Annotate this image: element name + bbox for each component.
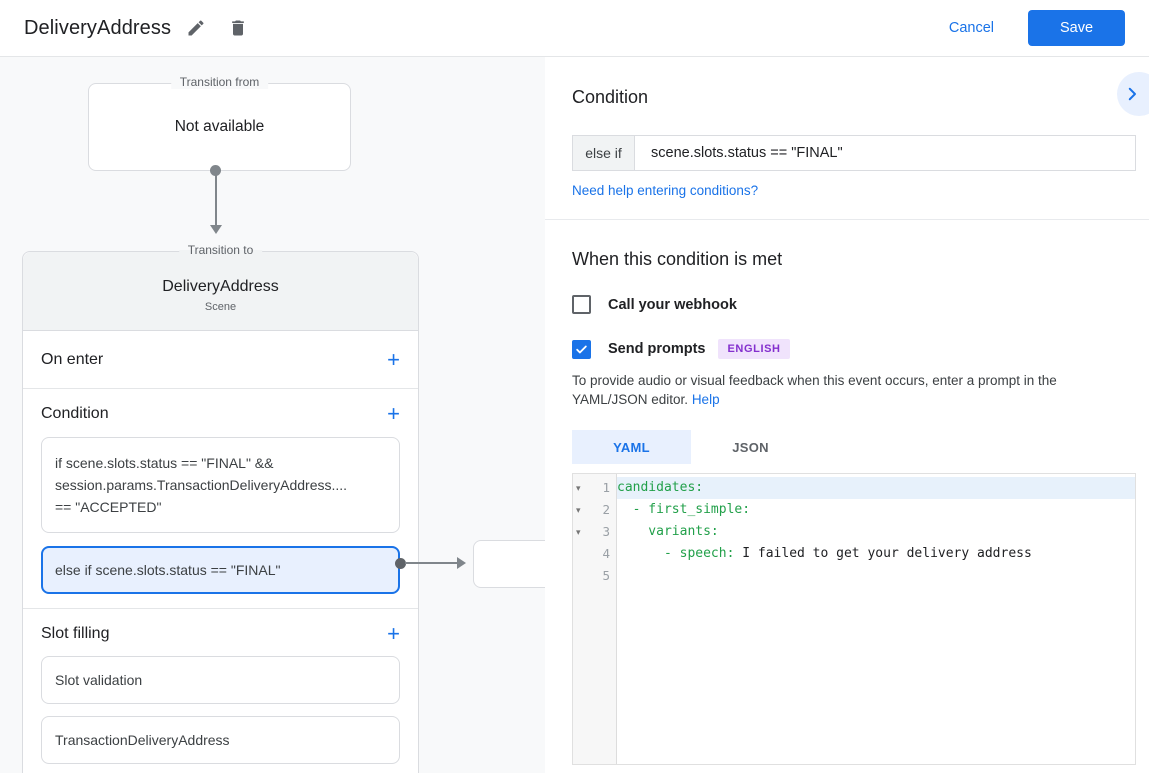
tab-yaml[interactable]: YAML bbox=[572, 430, 691, 464]
chevron-right-icon bbox=[1123, 85, 1141, 103]
condition-item-if[interactable]: if scene.slots.status == "FINAL" && sess… bbox=[41, 437, 400, 533]
editor-line[interactable]: ▾ 2 - first_simple: bbox=[573, 499, 1135, 521]
line-number: 5 bbox=[602, 568, 610, 583]
scene-card-header[interactable]: DeliveryAddress Scene bbox=[23, 252, 418, 331]
connector-line-horizontal bbox=[405, 562, 458, 564]
line-number: 1 bbox=[602, 480, 610, 495]
transition-from-box[interactable]: Transition from Not available bbox=[88, 75, 351, 171]
collapse-panel-button[interactable] bbox=[1117, 72, 1149, 116]
edit-scene-button[interactable] bbox=[179, 11, 213, 45]
condition-prefix: else if bbox=[573, 136, 635, 170]
connector-dot bbox=[210, 165, 221, 176]
code-token: - first_simple: bbox=[617, 502, 751, 517]
code-token: candidates: bbox=[617, 480, 704, 495]
editor-line[interactable]: 4 - speech: I failed to get your deliver… bbox=[573, 543, 1135, 565]
code-line-content[interactable]: variants: bbox=[617, 521, 1135, 543]
editor-line[interactable]: ▾ 1 candidates: bbox=[573, 477, 1135, 499]
condition-expression-input[interactable]: scene.slots.status == "FINAL" bbox=[651, 145, 843, 161]
help-link[interactable]: Help bbox=[691, 392, 720, 407]
checkmark-icon bbox=[575, 343, 588, 356]
condition-if-line: == "ACCEPTED" bbox=[55, 499, 162, 515]
code-editor[interactable]: ▾ 1 candidates: ▾ 2 - first_simple: ▾ 3 varian… bbox=[572, 473, 1136, 765]
send-prompts-row: Send prompts ENGLISH bbox=[572, 339, 1136, 359]
transition-to-legend: Transition to bbox=[178, 243, 263, 257]
webhook-row: Call your webhook bbox=[572, 295, 1136, 314]
scene-graph-canvas: Transition from Not available Transition… bbox=[0, 57, 545, 773]
on-enter-row[interactable]: On enter + bbox=[23, 331, 418, 389]
transition-target-box[interactable] bbox=[473, 540, 545, 588]
send-prompts-checkbox[interactable] bbox=[572, 339, 591, 359]
prompt-description-text: To provide audio or visual feedback when… bbox=[572, 373, 1057, 407]
tab-json[interactable]: JSON bbox=[732, 439, 769, 455]
transition-from-value: Not available bbox=[174, 118, 265, 135]
slot-item-label: TransactionDeliveryAddress bbox=[55, 732, 230, 748]
slot-filling-section: Slot filling + Slot validation Transacti… bbox=[23, 609, 418, 773]
fold-toggle-icon[interactable]: ▾ bbox=[576, 527, 581, 537]
editor-line[interactable]: ▾ 3 variants: bbox=[573, 521, 1135, 543]
condition-if-line: session.params.TransactionDeliveryAddres… bbox=[55, 477, 348, 493]
condition-if-line: if scene.slots.status == "FINAL" && bbox=[55, 455, 274, 471]
arrow-right-icon bbox=[457, 557, 466, 569]
call-webhook-checkbox[interactable] bbox=[572, 295, 591, 314]
panel-title: Condition bbox=[572, 87, 649, 107]
trash-icon bbox=[228, 18, 248, 38]
save-button[interactable]: Save bbox=[1028, 10, 1125, 46]
condition-item-elseif-selected[interactable]: else if scene.slots.status == "FINAL" bbox=[41, 546, 400, 594]
scene-type-label: Scene bbox=[204, 300, 237, 313]
pencil-icon bbox=[186, 18, 206, 38]
editor-gutter bbox=[573, 474, 617, 764]
connector-line-vertical bbox=[215, 175, 217, 227]
code-line-content[interactable]: - first_simple: bbox=[617, 499, 1135, 521]
cancel-button[interactable]: Cancel bbox=[933, 12, 1010, 44]
slot-item-label: Slot validation bbox=[55, 672, 143, 688]
add-condition-icon[interactable]: + bbox=[387, 401, 400, 426]
condition-elseif-text: else if scene.slots.status == "FINAL" bbox=[55, 562, 281, 578]
arrow-down-icon bbox=[210, 225, 222, 234]
editor-format-tabs: YAML JSON bbox=[572, 430, 1136, 464]
language-badge: ENGLISH bbox=[718, 339, 790, 359]
line-number: 4 bbox=[602, 546, 610, 561]
on-enter-label: On enter bbox=[41, 350, 104, 368]
code-line-content[interactable]: candidates: bbox=[617, 477, 1135, 499]
scene-card: Transition to DeliveryAddress Scene On e… bbox=[22, 243, 419, 773]
add-slot-icon[interactable]: + bbox=[387, 621, 400, 646]
code-line-content[interactable] bbox=[617, 565, 1135, 587]
top-bar: DeliveryAddress Cancel Save bbox=[0, 0, 1149, 57]
fold-toggle-icon[interactable]: ▾ bbox=[576, 505, 581, 515]
scene-name: DeliveryAddress bbox=[162, 277, 279, 295]
page-title: DeliveryAddress bbox=[24, 16, 172, 39]
slot-item-transaction-delivery-address[interactable]: TransactionDeliveryAddress bbox=[41, 716, 400, 764]
transition-from-legend: Transition from bbox=[170, 75, 269, 89]
delete-scene-button[interactable] bbox=[221, 11, 255, 45]
condition-met-title: When this condition is met bbox=[572, 249, 783, 269]
slot-item-validation[interactable]: Slot validation bbox=[41, 656, 400, 704]
connector-dot bbox=[395, 558, 406, 569]
conditions-help-link[interactable]: Need help entering conditions? bbox=[572, 183, 759, 198]
fold-toggle-icon[interactable]: ▾ bbox=[576, 483, 581, 493]
add-on-enter-icon[interactable]: + bbox=[387, 346, 400, 372]
editor-line[interactable]: 5 bbox=[573, 565, 1135, 587]
condition-section-label: Condition bbox=[41, 405, 109, 422]
condition-editor-panel: Condition else if scene.slots.status == … bbox=[545, 57, 1149, 773]
line-number: 3 bbox=[602, 524, 610, 539]
condition-expression-row: else if scene.slots.status == "FINAL" bbox=[572, 135, 1136, 171]
slot-filling-label: Slot filling bbox=[41, 625, 110, 642]
code-line-content[interactable]: - speech: I failed to get your delivery … bbox=[617, 543, 1135, 565]
condition-section: Condition + if scene.slots.status == "FI… bbox=[23, 389, 418, 609]
prompt-description: To provide audio or visual feedback when… bbox=[572, 371, 1134, 409]
call-webhook-label: Call your webhook bbox=[608, 296, 737, 313]
code-token: I failed to get your delivery address bbox=[734, 546, 1032, 561]
line-number: 2 bbox=[602, 502, 610, 517]
code-token: variants: bbox=[617, 524, 719, 539]
send-prompts-label: Send prompts bbox=[608, 341, 706, 357]
code-token: - speech: bbox=[617, 546, 735, 561]
panel-divider bbox=[545, 219, 1149, 220]
